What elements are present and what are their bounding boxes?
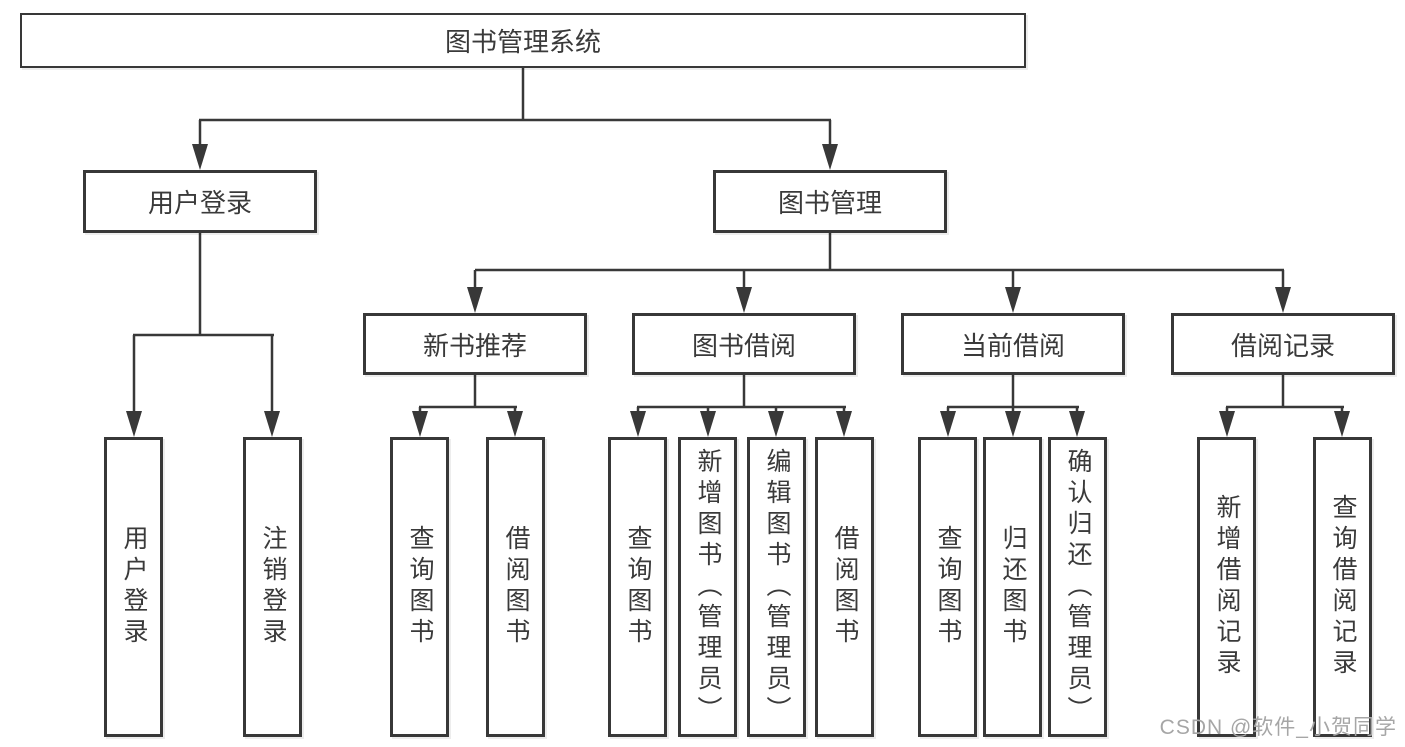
node-label: 图书管理系统 [444, 27, 601, 57]
leaf-label: 新增借阅记录 [1213, 494, 1241, 680]
arrow-down-icon [822, 144, 838, 170]
arrow-down-icon [1005, 411, 1021, 437]
leaf-logout: 注销登录 [243, 437, 302, 737]
arrow-down-icon [264, 411, 280, 437]
arrow-down-icon [768, 411, 784, 437]
arrow-down-icon [1219, 411, 1235, 437]
leaf-confirm-return-admin: 确认归还（管理员） [1048, 437, 1107, 737]
node-label: 图书借阅 [691, 330, 796, 361]
watermark: CSDN @软件_小贺同学 [1159, 716, 1397, 739]
leaf-borrow-books-1: 借阅图书 [486, 437, 545, 737]
arrow-down-icon [630, 411, 646, 437]
leaf-label: 确认归还（管理员） [1064, 447, 1092, 727]
node-library-management-system: 图书管理系统 [20, 13, 1026, 68]
node-label: 用户登录 [147, 188, 252, 218]
arrow-down-icon [736, 287, 752, 313]
leaf-query-books-2: 查询图书 [608, 437, 667, 737]
leaf-label: 编辑图书（管理员） [763, 447, 791, 727]
node-user-login: 用户登录 [83, 170, 317, 233]
arrow-down-icon [1069, 411, 1085, 437]
node-label: 当前借阅 [960, 330, 1065, 361]
leaf-label: 注销登录 [259, 525, 287, 649]
leaf-add-borrow-record: 新增借阅记录 [1197, 437, 1256, 737]
node-new-book-recommend: 新书推荐 [363, 313, 587, 375]
leaf-label: 新增图书（管理员） [694, 447, 722, 727]
leaf-label: 借阅图书 [502, 525, 530, 649]
arrow-down-icon [1334, 411, 1350, 437]
arrow-down-icon [467, 287, 483, 313]
leaf-query-books-3: 查询图书 [918, 437, 977, 737]
leaf-label: 查询借阅记录 [1329, 494, 1357, 680]
node-borrow-records: 借阅记录 [1171, 313, 1395, 375]
leaf-label: 查询图书 [934, 525, 962, 649]
node-book-management: 图书管理 [713, 170, 947, 233]
arrow-down-icon [412, 411, 428, 437]
arrow-down-icon [940, 411, 956, 437]
arrow-down-icon [192, 144, 208, 170]
arrow-down-icon [507, 411, 523, 437]
leaf-user-login: 用户登录 [104, 437, 163, 737]
leaf-return-books: 归还图书 [983, 437, 1042, 737]
arrow-down-icon [836, 411, 852, 437]
leaf-label: 借阅图书 [831, 525, 859, 649]
node-label: 图书管理 [777, 188, 882, 218]
leaf-label: 用户登录 [120, 525, 148, 649]
leaf-add-book-admin: 新增图书（管理员） [678, 437, 737, 737]
node-label: 借阅记录 [1230, 330, 1335, 361]
node-current-borrow: 当前借阅 [901, 313, 1125, 375]
leaf-borrow-books-2: 借阅图书 [815, 437, 874, 737]
leaf-label: 归还图书 [999, 525, 1027, 649]
node-book-borrow: 图书借阅 [632, 313, 856, 375]
leaf-label: 查询图书 [624, 525, 652, 649]
leaf-query-books-1: 查询图书 [390, 437, 449, 737]
leaf-query-borrow-record: 查询借阅记录 [1313, 437, 1372, 737]
arrow-down-icon [1005, 287, 1021, 313]
leaf-edit-book-admin: 编辑图书（管理员） [747, 437, 806, 737]
arrow-down-icon [700, 411, 716, 437]
leaf-label: 查询图书 [406, 525, 434, 649]
node-label: 新书推荐 [422, 330, 527, 361]
arrow-down-icon [126, 411, 142, 437]
arrow-down-icon [1275, 287, 1291, 313]
